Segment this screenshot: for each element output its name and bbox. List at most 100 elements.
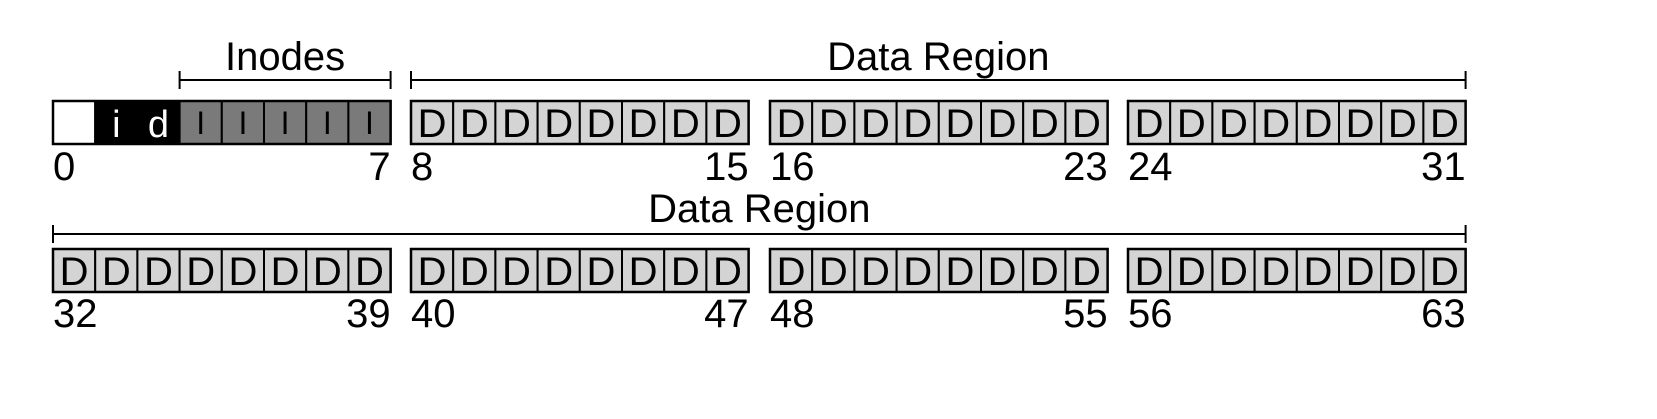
block-start-index: 48	[770, 292, 815, 336]
data-block-letter: D	[861, 102, 890, 146]
data-block-letter: D	[1346, 102, 1375, 146]
block-start-index: 56	[1128, 292, 1173, 336]
data-block-letter: D	[671, 250, 700, 294]
block-end-index: 15	[704, 145, 749, 189]
data-block-letter: D	[502, 250, 531, 294]
data-block-letter: D	[903, 102, 932, 146]
data-block-letter: D	[819, 102, 848, 146]
data-block-letter: D	[228, 250, 257, 294]
data-block	[410, 248, 455, 293]
data-block-letter: D	[1219, 102, 1248, 146]
data-block-letter: D	[418, 250, 447, 294]
bitmap-block-letter: d	[148, 104, 169, 146]
data-block-letter: D	[1261, 102, 1290, 146]
region-bracket: Inodes	[178, 35, 392, 89]
data-block-letter: D	[1030, 250, 1059, 294]
block-start-index: 32	[53, 292, 98, 336]
data-block	[663, 100, 708, 145]
bitmap-block-letter: i	[112, 104, 120, 146]
region-bracket: Data Region	[410, 35, 1467, 89]
block-start-index: 16	[770, 145, 815, 189]
data-block-letter: D	[460, 250, 489, 294]
inode-block	[305, 100, 350, 145]
data-block-letter: D	[1135, 102, 1164, 146]
data-block-letter: D	[819, 250, 848, 294]
block-group-border	[409, 247, 750, 294]
data-block-letter: D	[629, 250, 658, 294]
inode-block	[263, 100, 308, 145]
data-block	[853, 100, 898, 145]
data-block-letter: D	[1135, 250, 1164, 294]
block-start-index: 24	[1128, 145, 1173, 189]
region-label: Data Region	[648, 187, 870, 231]
data-block	[853, 248, 898, 293]
region-label: Inodes	[225, 35, 345, 79]
data-block	[705, 100, 750, 145]
data-block-letter: D	[586, 102, 615, 146]
data-block-letter: D	[1388, 102, 1417, 146]
block-end-index: 31	[1421, 145, 1466, 189]
data-block-letter: D	[60, 250, 89, 294]
data-block	[1380, 248, 1425, 293]
inode-block-letter: I	[323, 105, 332, 141]
block-end-index: 63	[1421, 292, 1466, 336]
data-block-letter: D	[355, 250, 384, 294]
data-block-letter: D	[1177, 250, 1206, 294]
data-block	[811, 100, 856, 145]
block-end-index: 39	[346, 292, 391, 336]
data-block-letter: D	[777, 250, 806, 294]
block-group-border	[51, 247, 392, 294]
data-block-letter: D	[1072, 250, 1101, 294]
data-block-letter: D	[713, 250, 742, 294]
data-block-letter: D	[945, 250, 974, 294]
data-block-letter: D	[671, 102, 700, 146]
data-block-letter: D	[1261, 250, 1290, 294]
data-block-letter: D	[313, 250, 342, 294]
block-end-index: 55	[1063, 292, 1108, 336]
data-block-letter: D	[544, 250, 573, 294]
data-block-letter: D	[544, 102, 573, 146]
data-block-letter: D	[1303, 102, 1332, 146]
data-block-letter: D	[102, 250, 131, 294]
block-group-border	[768, 99, 1109, 146]
data-block-letter: D	[988, 250, 1017, 294]
data-block-letter: D	[1030, 102, 1059, 146]
data-block-letter: D	[1303, 250, 1332, 294]
data-block	[1064, 248, 1109, 293]
data-block-letter: D	[629, 102, 658, 146]
inode-block-letter: I	[281, 105, 290, 141]
data-block-letter: D	[586, 250, 615, 294]
superblock-block	[52, 100, 97, 145]
data-block-letter: D	[1388, 250, 1417, 294]
block-group-border	[409, 99, 750, 146]
data-block	[705, 248, 750, 293]
data-block	[305, 248, 350, 293]
data-block	[1338, 100, 1383, 145]
block-group-border	[1126, 99, 1467, 146]
data-block-letter: D	[502, 102, 531, 146]
block-start-index: 0	[53, 145, 75, 189]
data-block-letter: D	[1430, 250, 1459, 294]
data-block-letter: D	[945, 102, 974, 146]
inode-block-letter: I	[196, 105, 205, 141]
block-end-index: 7	[368, 145, 390, 189]
data-block-letter: D	[903, 250, 932, 294]
inode-block-letter: I	[365, 105, 374, 141]
data-block-letter: D	[1177, 102, 1206, 146]
data-block-letter: D	[713, 102, 742, 146]
data-block-letter: D	[271, 250, 300, 294]
data-block	[536, 100, 581, 145]
data-block-letter: D	[460, 102, 489, 146]
block-group-border	[51, 99, 392, 146]
data-block	[621, 248, 666, 293]
inode-block-letter: I	[238, 105, 247, 141]
block-end-index: 47	[704, 292, 749, 336]
